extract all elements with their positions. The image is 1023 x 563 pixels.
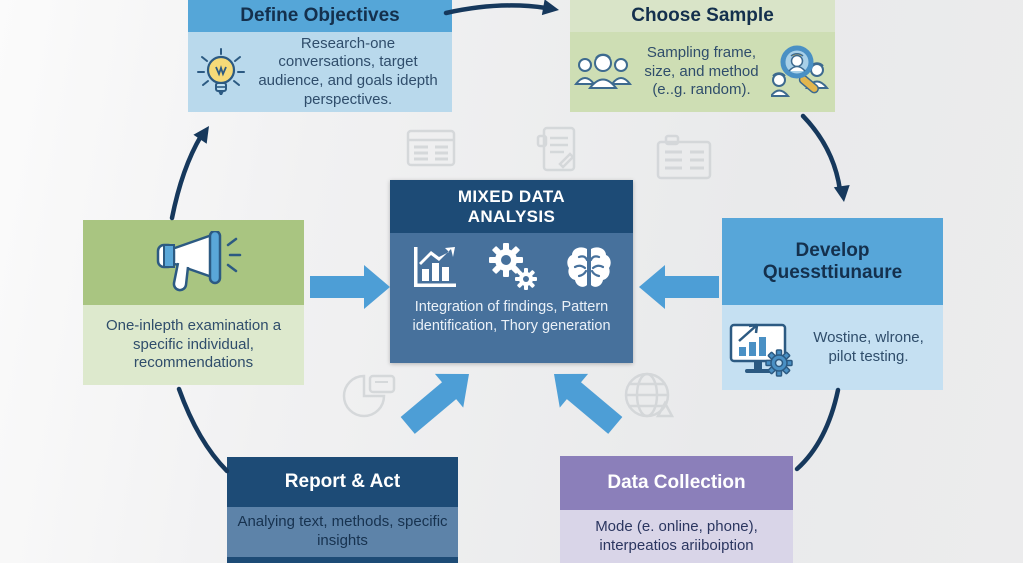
step-data-collection: Data Collection Mode (e. online, phone),…	[560, 456, 793, 563]
develop-questionnaire-body: Wostine, wlrone, pilot testing.	[813, 328, 924, 365]
lightbulb-icon	[194, 43, 248, 101]
data-collection-title: Data Collection	[560, 456, 793, 510]
mixed-data-analysis-title: MIXED DATA ANALYSIS	[457, 186, 566, 226]
develop-questionnaire-title: Develop Quessttiunaure	[762, 239, 903, 283]
form-card-icon	[656, 134, 712, 180]
arrow-case-to-define	[169, 133, 204, 221]
pie-chart-icon	[342, 374, 396, 418]
megaphone-icon	[134, 230, 254, 295]
case-study-body: One-inlepth examination a specific indiv…	[105, 316, 282, 372]
report-act-title: Report & Act	[227, 457, 458, 507]
choose-sample-body: Sampling frame, size, and method (e..g. …	[644, 43, 759, 99]
mixed-data-analysis-box: MIXED DATA ANALYSIS	[390, 180, 633, 363]
arrowhead-choose	[541, 0, 561, 18]
step-choose-sample: Choose Sample Samp	[570, 0, 835, 112]
report-act-footer-strip	[227, 557, 458, 563]
define-objectives-body: Research-one conversations, target audie…	[258, 34, 438, 108]
block-arrow-left-to-center	[310, 265, 390, 309]
table-icon	[406, 129, 456, 167]
people-group-icon	[574, 48, 632, 96]
globe-icon	[624, 372, 675, 418]
block-arrow-bottomright-to-center	[539, 357, 630, 443]
step-define-objectives: Define Objectives Research-o	[188, 0, 452, 112]
bar-chart-icon	[412, 245, 458, 289]
document-pen-icon	[536, 126, 576, 172]
step-case-study: One-inlepth examination a specific indiv…	[83, 220, 304, 385]
monitor-chart-gear-icon	[727, 315, 799, 381]
arrow-choose-to-develop	[800, 113, 843, 193]
choose-sample-title: Choose Sample	[570, 0, 835, 32]
gears-icon	[484, 243, 540, 291]
arrow-define-to-choose	[443, 3, 549, 16]
define-objectives-title: Define Objectives	[188, 0, 452, 32]
magnifier-people-icon	[771, 44, 831, 100]
arrowhead-define	[193, 121, 216, 144]
step-report-act: Report & Act Analying text, methods, spe…	[227, 457, 458, 563]
block-arrow-bottomleft-to-center	[393, 357, 484, 443]
block-arrow-right-to-center	[639, 265, 719, 309]
step-develop-questionnaire: Develop Quessttiunaure	[722, 218, 943, 390]
mixed-data-analysis-body: Integration of findings, Pattern identif…	[412, 299, 611, 334]
arrow-report-to-case	[176, 386, 230, 474]
arrowhead-develop	[833, 185, 852, 204]
report-act-body: Analying text, methods, specific insight…	[237, 513, 448, 549]
data-collection-body: Mode (e. online, phone), interpeatios ar…	[595, 517, 758, 554]
arrow-develop-to-data	[794, 387, 841, 472]
brain-icon	[566, 245, 612, 289]
